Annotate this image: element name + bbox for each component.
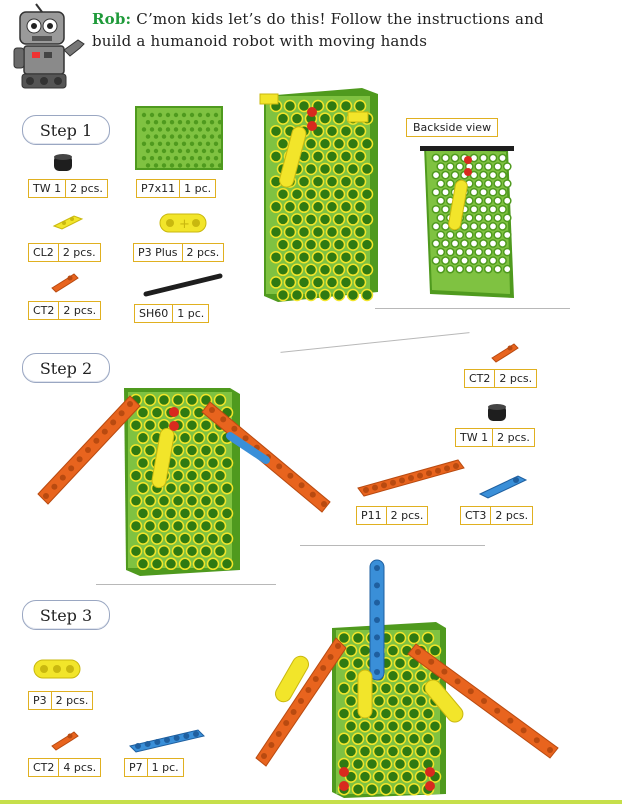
svg-text:+: + (179, 217, 190, 232)
ct2-part-icon (491, 343, 519, 363)
p11-beam-icon (357, 459, 465, 497)
ct2-part-icon (51, 273, 79, 293)
step2-assembly (37, 388, 331, 576)
divider-2b (300, 545, 485, 546)
intro-message: C’mon kids let’s do this! Follow the ins… (92, 10, 544, 50)
divider-1 (280, 332, 470, 353)
step3-assembly (255, 559, 559, 798)
ct2-part-icon (51, 731, 79, 751)
p7x11-plate-icon (135, 106, 223, 170)
p3plus-part-icon: + (159, 213, 207, 233)
step1-assembly-front (259, 88, 378, 302)
step1-assembly-back (420, 146, 514, 298)
backside-view-label: Backside view (406, 118, 499, 137)
step-2-badge: Step 2 (22, 353, 110, 383)
sh60-axle-icon (143, 273, 223, 297)
step-1-badge: Step 1 (22, 115, 110, 145)
tw1-part-icon (488, 404, 506, 421)
p3-part-icon (33, 659, 81, 679)
tw1-part-icon (54, 154, 72, 171)
cl2-part-icon (52, 215, 84, 230)
divider-2 (96, 584, 276, 585)
speaker-name: Rob: (92, 10, 132, 28)
footer-bar (0, 800, 622, 804)
divider-1b (375, 308, 570, 309)
ct3-part-icon (478, 475, 528, 499)
intro-text: Rob: C’mon kids let’s do this! Follow th… (92, 8, 544, 52)
robot-mascot-icon (13, 3, 85, 89)
p7-beam-icon (129, 729, 205, 753)
step-3-badge: Step 3 (22, 600, 110, 630)
